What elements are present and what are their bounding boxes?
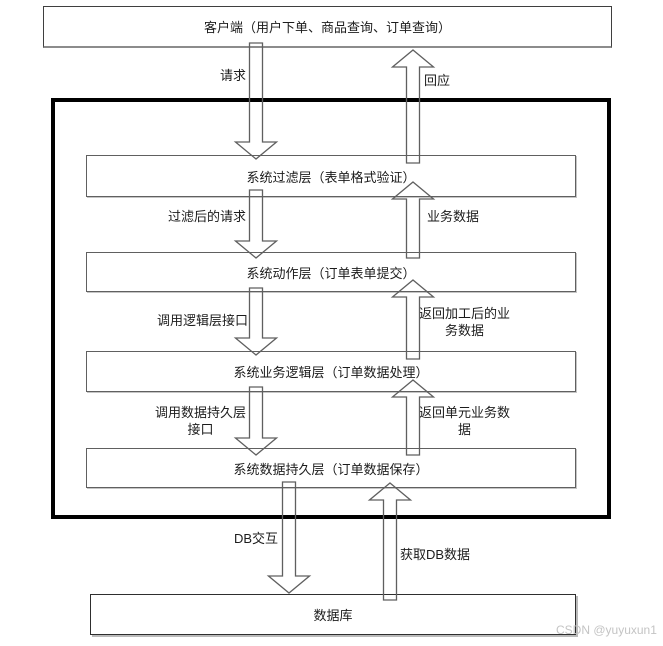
database-box: 数据库	[90, 594, 576, 635]
fetch-db-data-label: 获取DB数据	[400, 547, 471, 562]
filter-layer-box: 系统过滤层（表单格式验证）	[86, 155, 576, 197]
call-logic-interface-label: 调用逻辑层接口	[156, 313, 248, 328]
return-unit-data-label: 返回单元业务数据	[418, 405, 510, 437]
action-layer-box: 系统动作层（订单表单提交）	[86, 252, 576, 292]
filter-layer-label: 系统过滤层（表单格式验证）	[246, 169, 416, 185]
business-data-flow-label: 业务数据	[427, 209, 480, 224]
db-interaction-label: DB交互	[233, 531, 278, 546]
persistence-layer-box: 系统数据持久层（订单数据保存）	[86, 448, 576, 488]
business-logic-layer-label: 系统业务逻辑层（订单数据处理）	[233, 365, 429, 380]
system-boundary-box	[51, 98, 611, 519]
call-persistence-interface-label: 调用数据持久层接口	[154, 405, 246, 437]
action-layer-label: 系统动作层（订单表单提交）	[246, 265, 416, 281]
client-box: 客户端（用户下单、商品查询、订单查询）	[43, 6, 612, 48]
client-box-label: 客户端（用户下单、商品查询、订单查询）	[203, 20, 451, 35]
watermark: CSDN @yuyuxun1	[556, 623, 657, 637]
response-flow-label: 回应	[424, 73, 451, 88]
persistence-layer-label: 系统数据持久层（订单数据保存）	[233, 461, 429, 477]
filtered-request-flow-label: 过滤后的请求	[167, 209, 246, 224]
return-processed-data-label: 返回加工后的业务数据	[418, 306, 510, 338]
database-box-label: 数据库	[313, 608, 353, 623]
request-flow-label: 请求	[219, 68, 246, 83]
business-logic-layer-box: 系统业务逻辑层（订单数据处理）	[86, 351, 576, 392]
